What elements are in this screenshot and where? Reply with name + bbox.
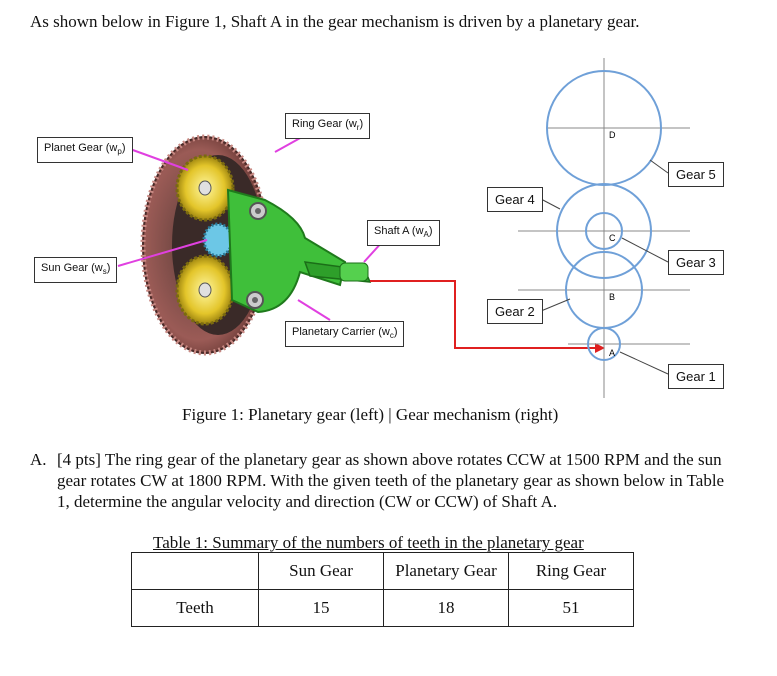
shaft-d-letter: D [609,130,616,140]
label-gear-5: Gear 5 [668,162,724,187]
table-row: Teeth 15 18 51 [131,589,634,627]
label-gear-3: Gear 3 [668,250,724,275]
table-cell: 18 [383,589,509,627]
table-header-row: Sun Gear Planetary Gear Ring Gear [131,552,634,590]
label-ring-gear: Ring Gear (wr) [285,113,371,140]
table-header-cell: Ring Gear [508,552,634,590]
table-header-cell [131,552,259,590]
pointer-carrier [297,299,331,321]
gear-mechanism-diagram: D C B A [518,58,690,398]
shaft-c-letter: C [609,233,616,243]
table-header-cell: Planetary Gear [383,552,509,590]
intro-text: As shown below in Figure 1, Shaft A in t… [30,12,640,31]
figure-drawing: D C B A [117,58,690,398]
label-shaft-a: Shaft A (wA) [367,220,440,247]
pointer-sun [117,239,208,267]
teeth-table: Sun Gear Planetary Gear Ring Gear Teeth … [131,552,634,627]
label-gear-4: Gear 4 [487,187,543,212]
label-sun-gear: Sun Gear (ws) [34,257,118,284]
table-row-label: Teeth [131,589,259,627]
label-planetary-carrier: Planetary Carrier (wc) [285,321,405,348]
table-header-cell: Sun Gear [258,552,384,590]
shaft-b-letter: B [609,292,615,302]
label-gear-2: Gear 2 [487,299,543,324]
question-a: A. [4 pts] The ring gear of the planetar… [30,449,740,512]
gear-4-circle [556,183,652,279]
question-marker: A. [30,450,47,469]
label-planet-gear: Planet Gear (wp) [37,137,133,164]
label-gear-1: Gear 1 [668,364,724,389]
sun-gear-shape [202,222,234,258]
planetary-carrier-shape [226,188,347,314]
figure-1: D C B A Planet Gear (wp) Ring Gear (wr) … [34,58,724,398]
shaft-connector-line [370,280,595,349]
gear-1-circle [587,327,621,361]
question-text: [4 pts] The ring gear of the planetary g… [57,450,725,511]
table-cell: 51 [508,589,634,627]
table-caption: Table 1: Summary of the numbers of teeth… [153,533,584,552]
pointer-planet [129,148,189,171]
figure-caption: Figure 1: Planetary gear (left) | Gear m… [182,405,559,424]
table-cell: 15 [258,589,384,627]
gear-3-circle [585,212,623,250]
planetary-gear-illustration [117,126,385,356]
shaft-a-letter: A [609,348,615,358]
